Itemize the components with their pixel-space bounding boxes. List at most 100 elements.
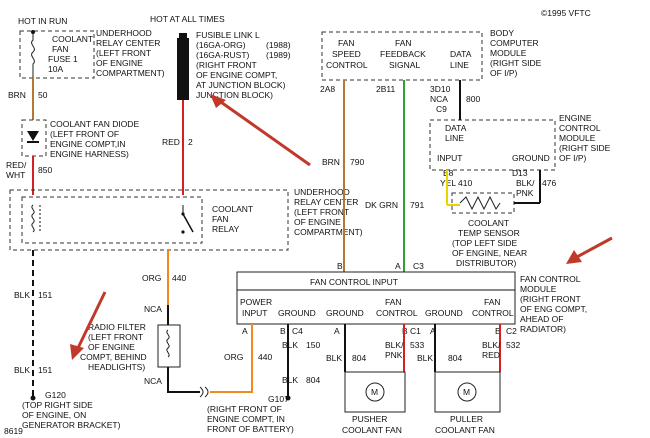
- fcm-label: FAN: [385, 297, 402, 307]
- wire-color: BLK: [282, 340, 298, 350]
- wire-color: YEL: [440, 178, 456, 188]
- diode-label: COOLANT FAN DIODE: [50, 119, 139, 129]
- wire-number: 790: [350, 157, 364, 167]
- wire-color: BLK: [14, 290, 30, 300]
- radio-filter-label: COMPT, BEHIND: [80, 352, 147, 362]
- fcm-label: GROUND: [425, 308, 463, 318]
- urc2-label: OF ENGINE: [294, 217, 341, 227]
- relay-label: FAN: [212, 214, 229, 224]
- wire-color: RED/: [6, 160, 27, 170]
- connector-symbol: [204, 386, 209, 398]
- ecm-label: (RIGHT SIDE: [559, 143, 611, 153]
- connector-label: C9: [436, 104, 447, 114]
- fcm-label: RADIATOR): [520, 324, 566, 334]
- bcm-label: (RIGHT SIDE: [490, 58, 542, 68]
- bcm-label: LINE: [450, 60, 469, 70]
- fcm-label: FAN CONTROL: [520, 274, 581, 284]
- radio-filter-coil: [166, 329, 170, 358]
- cts-label: OF ENGINE, NEAR: [452, 248, 527, 258]
- relay-terminal: [181, 230, 185, 234]
- wire-number: 410: [458, 178, 472, 188]
- puller-fan-box: [434, 371, 501, 413]
- arrow-head: [70, 344, 84, 360]
- wire-color: BLK: [326, 353, 342, 363]
- wire-number: 151: [38, 365, 52, 375]
- bcm-label: FAN: [395, 38, 412, 48]
- wire-number: 804: [306, 375, 320, 385]
- bcm-label: SIGNAL: [389, 60, 420, 70]
- ecm-box: [429, 119, 556, 171]
- wire-number: 532: [506, 340, 520, 350]
- urc1-label: COMPARTMENT): [96, 68, 165, 78]
- wire-color: BRN: [322, 157, 340, 167]
- urc2-label: COMPARTMENT): [294, 227, 363, 237]
- fuse-block: [19, 30, 95, 79]
- fcm-label: POWER: [240, 297, 272, 307]
- fusible-link-label: (1988): [266, 40, 291, 50]
- motor-symbol: [365, 382, 385, 402]
- puller-fan-label: COOLANT FAN: [435, 425, 495, 435]
- urc2-label: (LEFT FRONT: [294, 207, 349, 217]
- diode-label: ENGINE HARNESS): [50, 149, 129, 159]
- pin-label: B8: [443, 168, 454, 178]
- fcm-label: GROUND: [278, 308, 316, 318]
- urc1-label: RELAY CENTER: [96, 38, 160, 48]
- radio-filter-label: HEADLIGHTS): [88, 362, 145, 372]
- ground-label: ENGINE COMPT, IN: [207, 414, 285, 424]
- wire-number: 440: [172, 273, 186, 283]
- wire-number: 804: [448, 353, 462, 363]
- fcm-label: MODULE: [520, 284, 557, 294]
- fusible-link-label: (RIGHT FRONT: [196, 60, 257, 70]
- wire-color: WHT: [6, 170, 25, 180]
- fusible-link-label: FUSIBLE LINK L: [196, 30, 260, 40]
- pin-label: 3D10: [430, 84, 451, 94]
- pusher-fan-label: PUSHER: [352, 414, 387, 424]
- hot-at-all-times-label: HOT AT ALL TIMES: [150, 14, 225, 24]
- coolant-temp-sensor-box: [451, 192, 515, 214]
- arrow-pointer: [574, 236, 613, 260]
- fuse-label: COOLANT: [52, 34, 93, 44]
- ecm-label: OF I/P): [559, 153, 587, 163]
- pusher-fan-label: COOLANT FAN: [342, 425, 402, 435]
- copyright: ©1995 VFTC: [541, 8, 591, 18]
- radio-filter-label: OF ENGINE: [88, 342, 135, 352]
- bcm-label: DATA: [450, 49, 472, 59]
- fusible-link-label: (16GA-ORG): [196, 40, 246, 50]
- ecm-label: LINE: [445, 133, 464, 143]
- urc1-label: OF ENGINE: [96, 58, 143, 68]
- fcm-label: OF ENG COMPT,: [520, 304, 587, 314]
- wire-number: 50: [38, 90, 48, 100]
- fusible-link-label: (1989): [266, 50, 291, 60]
- fcm-label: AHEAD OF: [520, 314, 563, 324]
- ecm-label: DATA: [445, 123, 467, 133]
- fcm-label: (RIGHT FRONT: [520, 294, 581, 304]
- fusible-link-label: JUNCTION BLOCK): [196, 90, 273, 100]
- bcm-label: FEEDBACK: [380, 49, 426, 59]
- fusible-link-cap: [179, 33, 187, 39]
- wire-color: PNK: [385, 350, 403, 360]
- wire-color: BLK/: [482, 340, 501, 350]
- bcm-label: BODY: [490, 28, 514, 38]
- pin-label: A: [395, 261, 401, 271]
- wire-number: 533: [410, 340, 424, 350]
- coolant-temp-sensor-symbol: [459, 195, 501, 211]
- wire-number: 440: [258, 352, 272, 362]
- radio-filter-label: RADIO FILTER: [88, 322, 146, 332]
- wire-number: 151: [38, 290, 52, 300]
- fcm-label: CONTROL: [376, 308, 418, 318]
- wire-color: RED: [162, 137, 180, 147]
- pin-label: A: [242, 326, 248, 336]
- pusher-fan-box: [344, 371, 406, 413]
- bcm-label: MODULE: [490, 48, 527, 58]
- nca-label: NCA: [144, 304, 162, 314]
- wire-color: PNK: [516, 188, 534, 198]
- wire-color: BLK: [282, 375, 298, 385]
- bcm-label: OF I/P): [490, 68, 518, 78]
- cts-label: (TOP LEFT SIDE: [452, 238, 518, 248]
- motor-symbol: [457, 382, 477, 402]
- pin-label: A: [430, 326, 436, 336]
- arrow-head: [566, 250, 582, 264]
- motor-label: M: [371, 387, 378, 397]
- relay-center-box: [9, 189, 289, 251]
